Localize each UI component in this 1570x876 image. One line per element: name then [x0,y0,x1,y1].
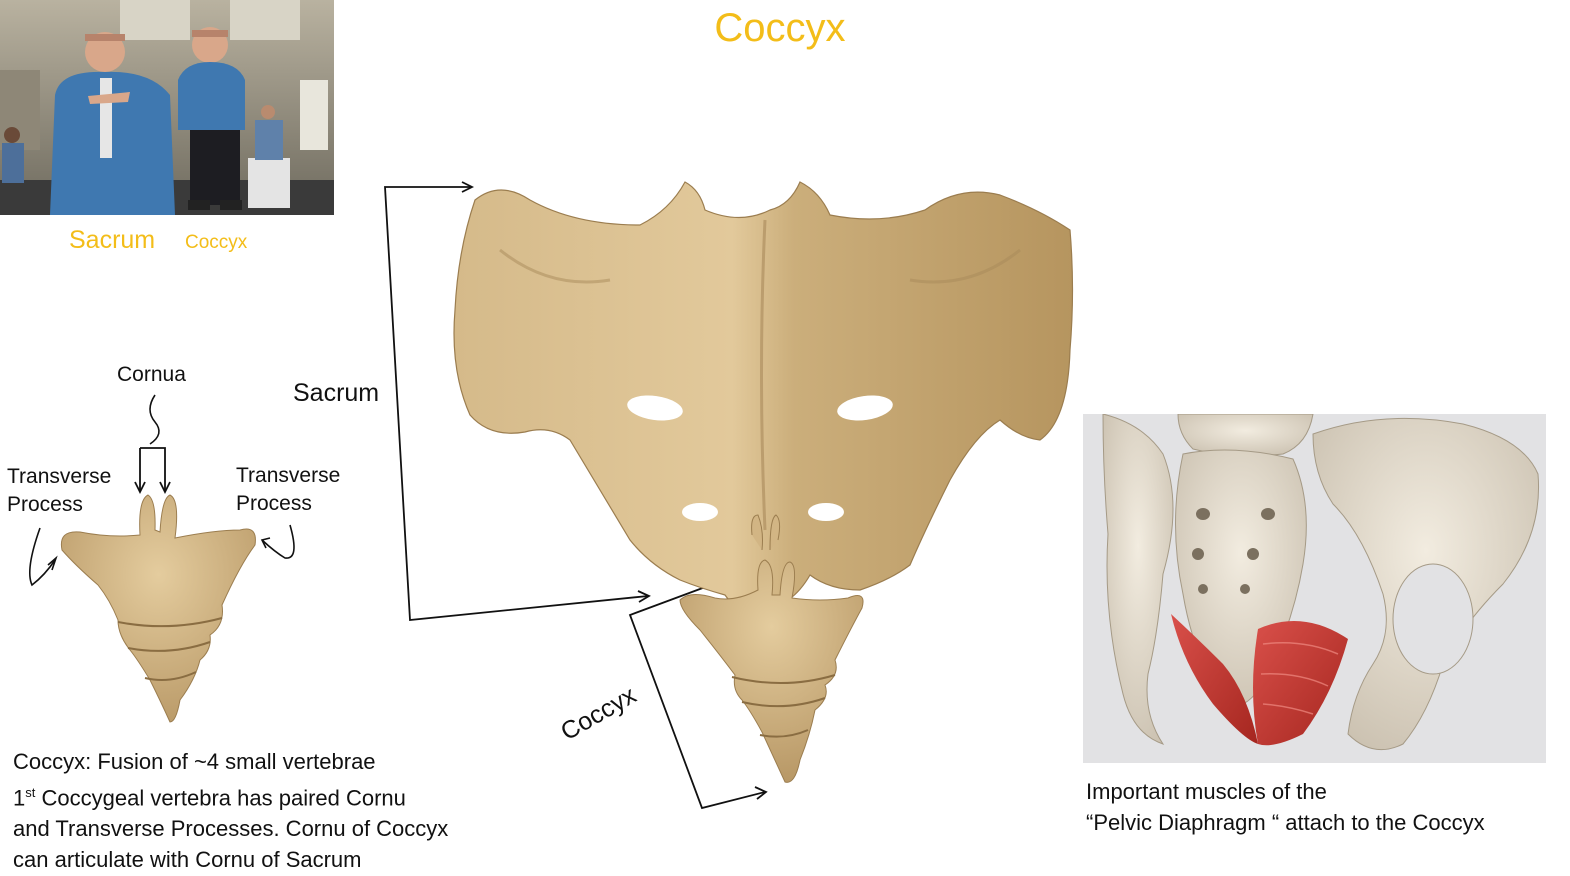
coccyx-description-line-2: 1st Coccygeal vertebra has paired Cornu [13,785,406,811]
transverse-process-right-label-2: Process [236,492,312,515]
sacrum-label: Sacrum [293,379,380,407]
photo-caption-sacrum: Sacrum [69,226,156,254]
page-title: Coccyx [714,6,846,50]
photo-caption-coccyx: Coccyx [185,232,248,253]
transverse-process-right-label-1: Transverse [236,464,341,487]
movie-still-photo [0,0,334,215]
sacrum-coccyx-diagram [384,181,1074,810]
cornua-label: Cornua [117,363,186,386]
photo-illustration [0,0,334,215]
pelvis-illustration [1102,414,1540,751]
pelvic-diaphragm-caption: Important muscles of the “Pelvic Diaphra… [1086,776,1485,838]
coccyx-description: Coccyx: Fusion of ~4 small vertebrae 1st… [13,746,448,875]
pelvic-muscle-right [1253,621,1348,746]
coccyx-description-line-4: can articulate with Cornu of Sacrum [13,847,362,873]
sacrum-bone [453,181,1074,611]
pelvic-caption-line-1: Important muscles of the [1086,779,1327,804]
coccyx-bone-main [679,559,864,783]
coccyx-description-line-3: and Transverse Processes. Cornu of Coccy… [13,816,449,842]
pelvic-diaphragm-image [1083,414,1546,763]
coccyx-description-line-1: Coccyx: Fusion of ~4 small vertebrae [13,749,376,774]
pelvic-caption-line-2: “Pelvic Diaphragm “ attach to the Coccyx [1086,810,1485,835]
coccyx-bone-small [60,494,256,723]
pelvic-muscle-left [1171,614,1258,744]
transverse-process-left-label-1: Transverse [7,465,112,488]
small-coccyx-diagram [29,394,295,723]
transverse-process-left-label-2: Process [7,493,83,516]
